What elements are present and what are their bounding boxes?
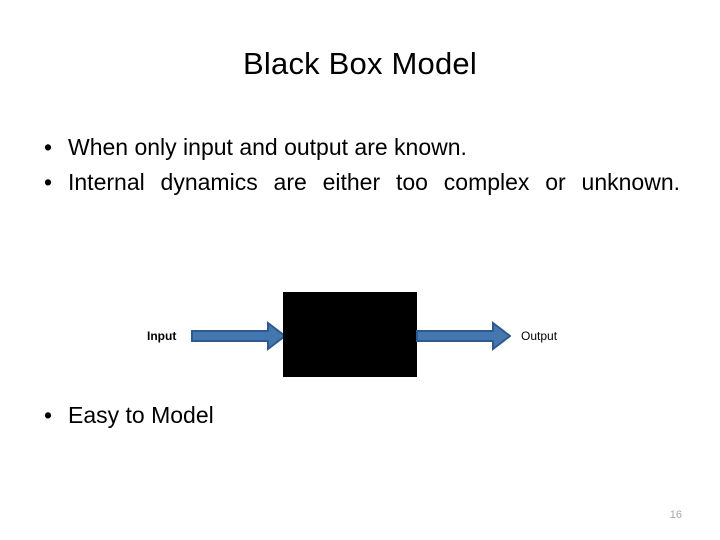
bullet-icon: • (44, 402, 53, 428)
list-item-text: Easy to Model (68, 402, 214, 428)
input-arrow-icon (191, 320, 286, 352)
bullet-list-bottom: • Easy to Model (30, 399, 680, 434)
page-number: 16 (669, 509, 682, 521)
list-item-text: When only input and output are known. (68, 134, 467, 160)
bullet-list-top: • When only input and output are known. … (30, 131, 680, 234)
bullet-icon: • (44, 134, 53, 160)
list-item: • When only input and output are known. (30, 131, 680, 164)
black-box-shape (283, 292, 417, 377)
list-item: • Easy to Model (30, 399, 680, 432)
list-item-text: Internal dynamics are either too complex… (68, 169, 680, 195)
list-item: • Internal dynamics are either too compl… (30, 166, 680, 232)
bullet-icon: • (44, 169, 53, 195)
output-arrow-icon (416, 320, 511, 352)
input-label: Input (147, 329, 177, 343)
output-label: Output (521, 329, 558, 343)
page-title: Black Box Model (243, 46, 477, 81)
